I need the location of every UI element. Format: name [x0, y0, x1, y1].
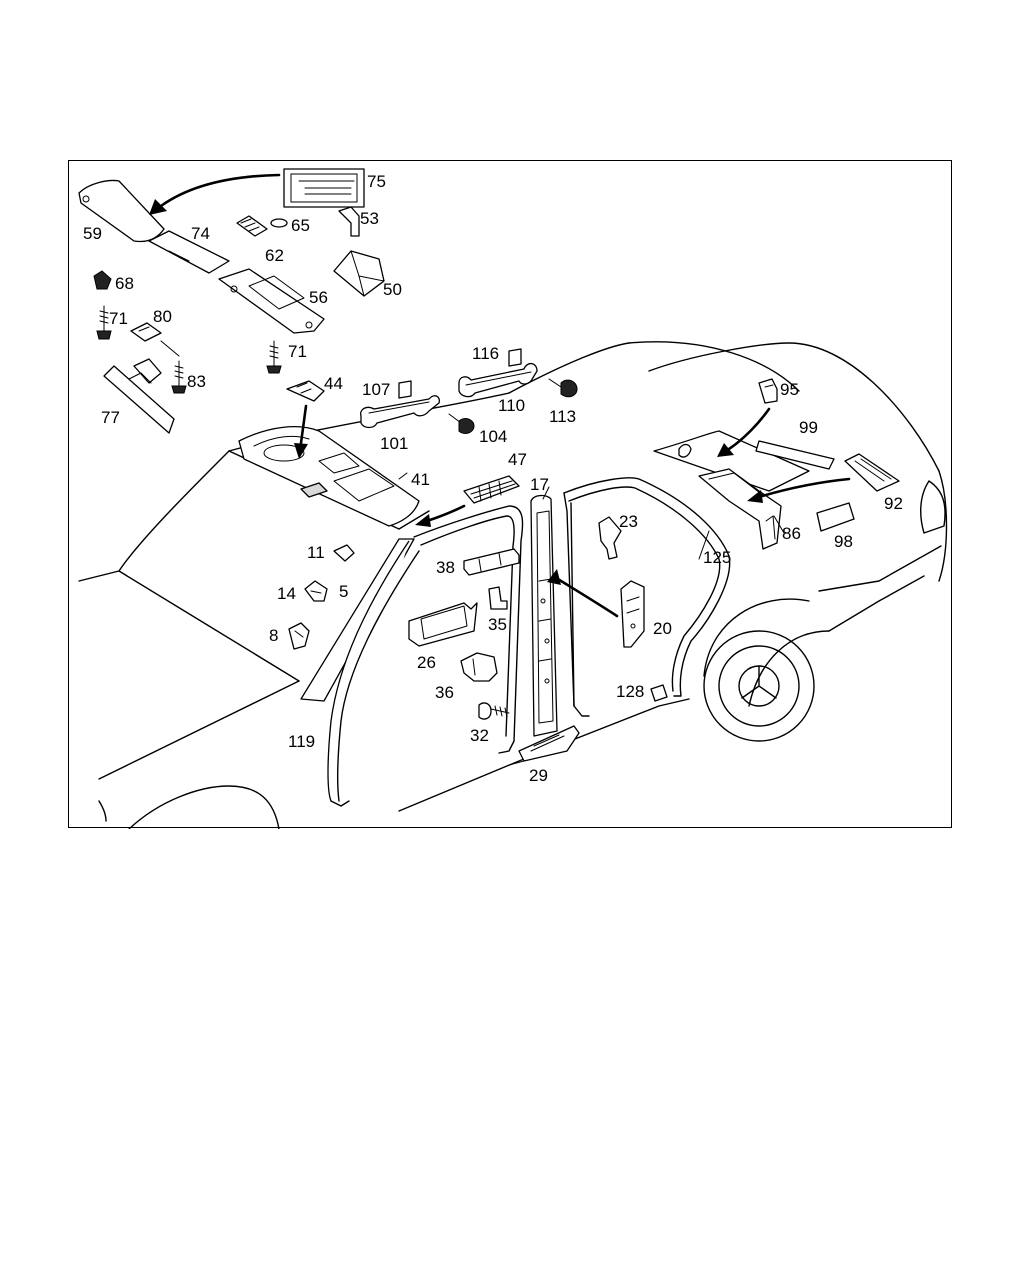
vent-grille-47: [463, 475, 520, 504]
grab-handle-101: [360, 395, 440, 429]
bulb-65: [270, 218, 288, 228]
sill-trim-29: [508, 725, 580, 766]
callout-77: 77: [101, 408, 120, 427]
sun-visor-56: [218, 268, 325, 334]
pocket-26: [408, 602, 478, 647]
callout-14: 14: [277, 584, 296, 603]
headliner-41: [238, 426, 420, 527]
callout-59: 59: [83, 224, 102, 243]
callout-99: 99: [799, 418, 818, 437]
clip-11: [333, 544, 355, 562]
a-pillar-trim-119: [300, 538, 420, 807]
clip-8: [288, 622, 310, 650]
callout-75: 75: [367, 172, 386, 191]
callout-56: 56: [309, 288, 328, 307]
clip-53: [338, 206, 360, 237]
callout-44: 44: [324, 374, 343, 393]
bracket-20: [620, 580, 645, 648]
callout-107: 107: [362, 380, 390, 399]
lamp-62: [236, 215, 268, 237]
block-98: [816, 502, 855, 532]
clip-128: [650, 684, 668, 702]
bracket-38: [463, 548, 520, 576]
arrow-92: [747, 477, 851, 503]
screw-32: [478, 702, 510, 720]
callout-104: 104: [479, 427, 507, 446]
callout-71a: 71: [109, 309, 128, 328]
screw-71b: [266, 340, 282, 374]
rear-door-seal-125: [563, 477, 731, 717]
callout-17: 17: [530, 475, 549, 494]
callout-50: 50: [383, 280, 402, 299]
callout-11: 11: [307, 543, 325, 562]
callout-labels: 75 59 74 65 53 62 50 68 56 71 80 71 83 7…: [83, 172, 903, 785]
callout-86: 86: [782, 524, 801, 543]
cover-80: [130, 322, 162, 342]
vent-92: [844, 453, 900, 492]
arrow-47: [415, 504, 466, 527]
callout-35: 35: [488, 615, 507, 634]
parts-diagram-frame: 75 59 74 65 53 62 50 68 56 71 80 71 83 7…: [68, 160, 952, 829]
clip-35: [488, 586, 508, 610]
cover-50: [333, 250, 385, 297]
callout-95: 95: [780, 380, 799, 399]
screw-83: [171, 360, 187, 394]
leader-lines: [398, 472, 785, 560]
grab-handle-110: [458, 362, 538, 398]
rear-shelf: [653, 430, 835, 550]
callout-80: 80: [153, 307, 172, 326]
screw-104: [448, 413, 475, 434]
arrow-44: [294, 404, 308, 459]
bracket-36: [460, 652, 498, 682]
callout-41: 41: [411, 470, 430, 489]
clip-14: [304, 580, 328, 602]
callout-110: 110: [498, 396, 525, 415]
callout-32: 32: [470, 726, 489, 745]
callout-68: 68: [115, 274, 134, 293]
arrow-75: [149, 173, 281, 215]
rear-view-mirror-77: [103, 358, 175, 434]
screw-113: [548, 378, 578, 398]
callout-29: 29: [529, 766, 548, 785]
callout-5: 5: [339, 582, 348, 601]
callout-65: 65: [291, 216, 310, 235]
callout-83: 83: [187, 372, 206, 391]
leader-80: [160, 340, 180, 357]
arrow-20: [547, 569, 619, 618]
callout-23: 23: [619, 512, 638, 531]
callout-101: 101: [380, 434, 408, 453]
clip-116: [508, 348, 522, 367]
callout-38: 38: [436, 558, 455, 577]
parts-diagram: 75 59 74 65 53 62 50 68 56 71 80 71 83 7…: [78, 168, 948, 829]
clip-23: [598, 516, 622, 560]
callout-20: 20: [653, 619, 672, 638]
clip-68: [93, 270, 112, 290]
callout-116: 116: [472, 344, 499, 363]
callout-47: 47: [508, 450, 527, 469]
callout-8: 8: [269, 626, 278, 645]
label-75: [283, 168, 365, 208]
callout-119: 119: [288, 732, 315, 751]
callout-125: 125: [703, 548, 731, 567]
callout-92: 92: [884, 494, 903, 513]
callout-98: 98: [834, 532, 853, 551]
arrow-95: [717, 407, 771, 457]
callout-74: 74: [191, 224, 210, 243]
door-frame-seal: [413, 505, 524, 754]
screw-71a: [96, 305, 112, 340]
callout-128: 128: [616, 682, 644, 701]
clip-95: [758, 378, 778, 404]
callout-53: 53: [360, 209, 379, 228]
callout-71b: 71: [288, 342, 307, 361]
callout-36: 36: [435, 683, 454, 702]
callout-62: 62: [265, 246, 284, 265]
clip-107: [398, 380, 412, 399]
clip-44: [286, 380, 325, 402]
sun-visor-cover-74: [148, 230, 230, 274]
sun-visor-59: [78, 179, 165, 243]
callout-26: 26: [417, 653, 436, 672]
b-pillar-trim-17: [530, 494, 558, 737]
callout-113: 113: [549, 407, 576, 426]
